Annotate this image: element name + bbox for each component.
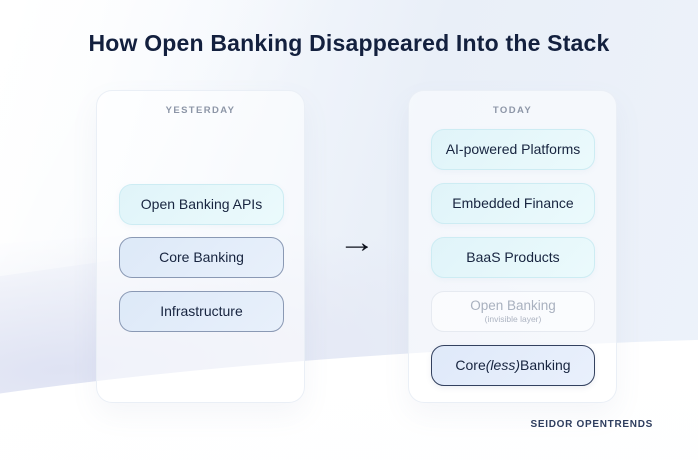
stack-item-label-pre: Core: [455, 357, 486, 374]
stack-item-label: BaaS Products: [466, 249, 560, 266]
page-title: How Open Banking Disappeared Into the St…: [88, 30, 610, 56]
stack-item-label: Core Banking: [159, 249, 244, 266]
stack-item-sublabel: (invisible layer): [484, 313, 542, 324]
arrow-right-icon: →: [338, 226, 376, 259]
stack-item-label-italic: (less): [485, 357, 520, 374]
stack-item-label-post: Banking: [520, 357, 571, 374]
stack-item-open-banking-invisible: Open Banking (invisible layer): [431, 291, 595, 332]
stack-item-label: Infrastructure: [160, 303, 243, 320]
panel-today-label: TODAY: [492, 105, 533, 116]
stack-item-label: Open Banking APIs: [140, 196, 263, 213]
panel-yesterday: YESTERDAY Open Banking APIs Core Banking…: [96, 90, 305, 403]
stack-item-coreless-banking: Core(less) Banking: [431, 345, 595, 386]
panel-today: TODAY AI-powered Platforms Embedded Fina…: [408, 90, 617, 403]
stack-item-label: AI-powered Platforms: [445, 141, 581, 158]
stack-item-open-banking-apis: Open Banking APIs: [119, 184, 284, 225]
stack-item-core-banking: Core Banking: [119, 237, 284, 278]
stack-item-label: Open Banking: [470, 298, 556, 314]
brand-footer: SEIDOR OPENTRENDS: [530, 419, 653, 430]
stack-item-ai-powered-platforms: AI-powered Platforms: [431, 129, 595, 170]
stack-item-baas-products: BaaS Products: [431, 237, 595, 278]
stack-item-label: Embedded Finance: [452, 195, 574, 212]
panel-yesterday-label: YESTERDAY: [165, 105, 236, 116]
stack-item-infrastructure: Infrastructure: [119, 291, 284, 332]
stack-item-embedded-finance: Embedded Finance: [431, 183, 595, 224]
